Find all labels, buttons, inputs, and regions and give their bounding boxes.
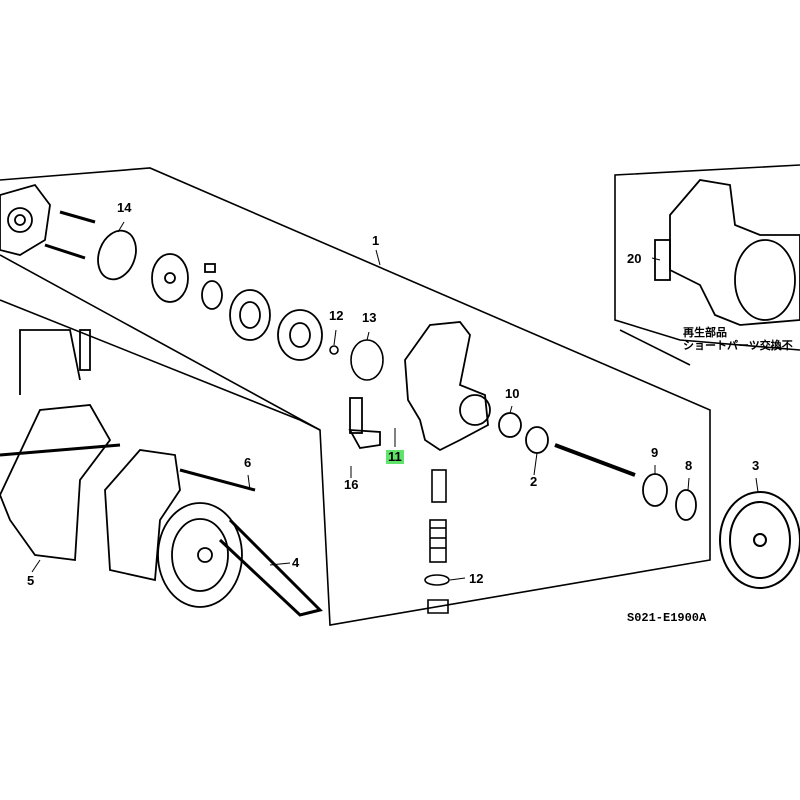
part-label-8: 8 xyxy=(685,458,693,473)
o-ring-12 xyxy=(329,345,339,355)
rotor-parts xyxy=(151,253,323,361)
frame-outline xyxy=(0,167,711,626)
part-label-11-highlighted[interactable]: 11 xyxy=(386,449,404,464)
part-label-4: 4 xyxy=(292,555,300,570)
part-label-6: 6 xyxy=(244,455,252,470)
inset-note-line1: 再生部品 xyxy=(683,326,727,339)
o-ring-13 xyxy=(350,339,384,381)
part-label-12: 12 xyxy=(329,308,344,323)
assembled-pump xyxy=(0,443,256,608)
hose xyxy=(19,329,91,395)
part-label-2: 2 xyxy=(530,474,538,489)
pump-body xyxy=(348,321,491,452)
part-label-9: 9 xyxy=(651,445,659,460)
drawing-code: S021-E1900A xyxy=(627,611,707,625)
valve-stack xyxy=(424,469,450,614)
part-label-13: 13 xyxy=(362,310,377,325)
part-label-14: 14 xyxy=(117,200,132,215)
inset-note-line2: ショートパーツ交換不 xyxy=(683,339,793,352)
inset-pump xyxy=(654,179,800,326)
part-label-5: 5 xyxy=(27,573,35,588)
part-label-20: 20 xyxy=(627,251,642,266)
shaft-parts xyxy=(498,412,697,521)
bracket-5 xyxy=(0,404,112,562)
pump-cover-part xyxy=(0,183,137,281)
belt-4 xyxy=(218,518,323,617)
part-label-1: 1 xyxy=(372,233,380,248)
part-label-10: 10 xyxy=(505,386,520,401)
pulley-3 xyxy=(719,491,800,589)
inset-frame xyxy=(614,164,800,351)
frame-outline-lower xyxy=(0,299,321,431)
part-label-16: 16 xyxy=(344,477,359,492)
part-label-12-lower: 12 xyxy=(469,571,484,586)
part-label-3: 3 xyxy=(752,458,760,473)
leader-lines xyxy=(31,221,759,581)
